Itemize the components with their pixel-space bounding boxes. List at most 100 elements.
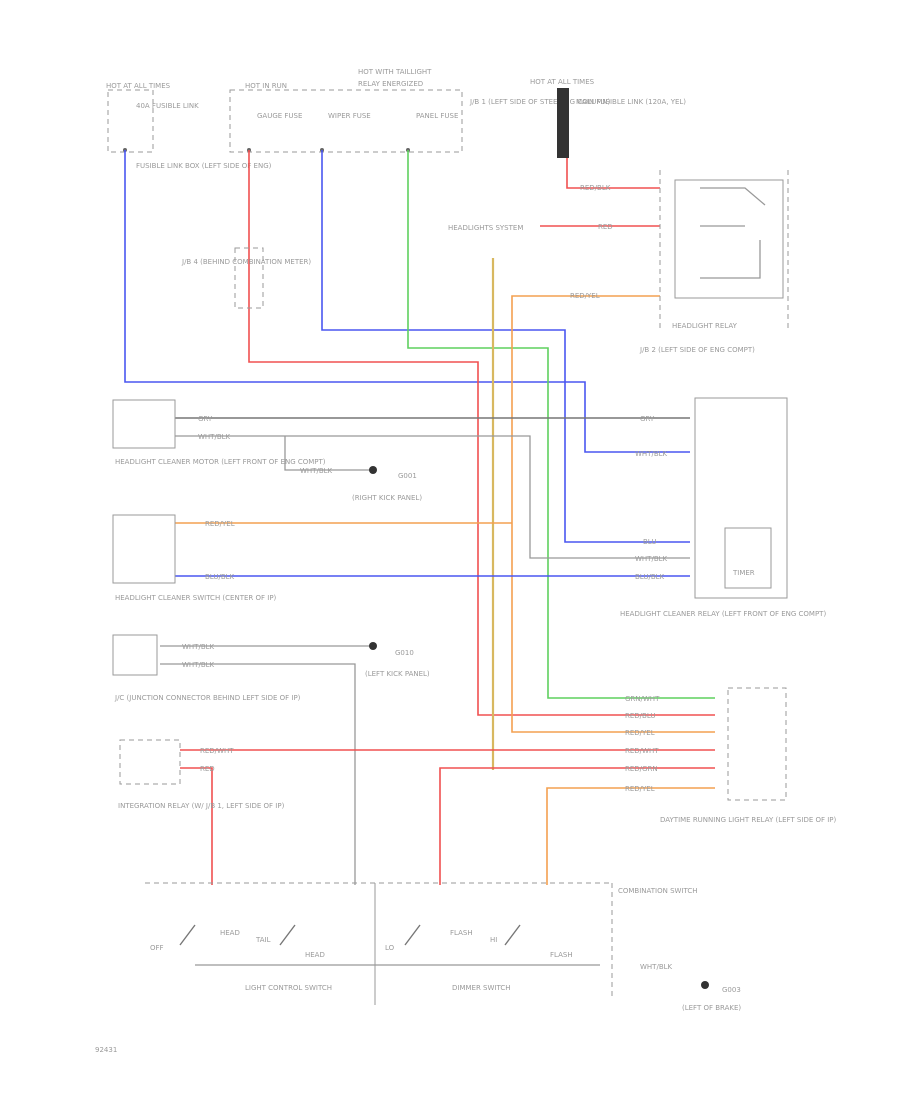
hi-label: HI xyxy=(490,936,497,944)
cleaner-relay-wire-wht-blk-2: WHT/BLK xyxy=(635,555,668,563)
wiper-fuse-label: WIPER FUSE xyxy=(328,112,371,120)
drl-wire-red-yel: RED/YEL xyxy=(625,729,655,737)
dimmer-switch-label: DIMMER SWITCH xyxy=(452,984,511,992)
flash-label: FLASH xyxy=(450,929,473,937)
hot-at-all-times-label: HOT AT ALL TIMES xyxy=(106,82,171,90)
drl-relay-label: DAYTIME RUNNING LIGHT RELAY (LEFT SIDE O… xyxy=(660,816,837,824)
g001-label: G001 xyxy=(398,472,417,480)
hot-in-run-label: HOT IN RUN xyxy=(245,82,287,90)
headlight-relay-box xyxy=(674,179,784,299)
headlight-relay: HEADLIGHT RELAY J/B 2 (LEFT SIDE OF ENG … xyxy=(448,170,789,354)
panel-fuse-label: PANEL FUSE xyxy=(416,112,458,120)
cleaner-motor-box xyxy=(112,399,176,449)
cleaner-relay-wire-gray: GRY xyxy=(640,415,655,423)
wire-red-yel-dimmer xyxy=(546,787,715,885)
wire-red-yel-relay xyxy=(511,295,715,733)
fusible-link-box-label: FUSIBLE LINK BOX (LEFT SIDE OF ENG) xyxy=(136,162,272,170)
jb4-outline xyxy=(234,247,264,309)
hot-with-tail-label: HOT WITH TAILLIGHT xyxy=(358,68,432,76)
relay-wire-red: RED xyxy=(598,223,613,231)
wire-to-g001 xyxy=(284,436,370,471)
wire-red-blk-main xyxy=(566,158,660,189)
drl-relay: DAYTIME RUNNING LIGHT RELAY (LEFT SIDE O… xyxy=(625,687,837,824)
headlight-cleaner-switch: HEADLIGHT CLEANER SWITCH (CENTER OF IP) … xyxy=(112,514,277,602)
g003-label: G003 xyxy=(722,986,741,994)
integration-relay-box xyxy=(119,739,181,785)
combination-switch-label: COMBINATION SWITCH xyxy=(618,887,698,895)
motor-wire-gray: GRY xyxy=(198,415,213,423)
jb2-label: J/B 2 (LEFT SIDE OF ENG COMPT) xyxy=(639,346,755,354)
jb4-label: J/B 4 (BEHIND COMBINATION METER) xyxy=(181,258,311,266)
wires xyxy=(124,150,715,885)
wire-red-integ xyxy=(180,767,213,885)
drl-wire-red-yel-2: RED/YEL xyxy=(625,785,655,793)
g010-ground-icon xyxy=(369,642,377,650)
lo-label: LO xyxy=(385,944,395,952)
wire-grn-panel xyxy=(407,150,715,699)
fusible-link-label: 40A FUSIBLE LINK xyxy=(136,102,199,110)
drl-wire-grn-wht: GRN/WHT xyxy=(625,695,660,703)
cleaner-relay-label: HEADLIGHT CLEANER RELAY (LEFT FRONT OF E… xyxy=(620,610,826,618)
jb1-label: J/B 1 (LEFT SIDE OF STEERING COLUMN) xyxy=(469,98,611,106)
timer-label: TIMER xyxy=(732,569,755,577)
jc-box xyxy=(112,634,158,676)
jb1-outline xyxy=(229,89,463,153)
jb4: J/B 4 (BEHIND COMBINATION METER) xyxy=(181,247,311,309)
headlight-relay-label: HEADLIGHT RELAY xyxy=(672,322,738,330)
main-fusible-link xyxy=(557,88,569,158)
wire-red-gauge xyxy=(248,150,715,716)
switch-wire-blu-blk: BLU/BLK xyxy=(205,573,235,581)
main-fusible-link-label: MAIN FUSIBLE LINK (120A, YEL) xyxy=(576,98,686,106)
wire-blu-wiper xyxy=(321,150,690,543)
headlight-cleaner-relay: TIMER HEADLIGHT CLEANER RELAY (LEFT FRON… xyxy=(620,397,826,618)
gauge-fuse-label: GAUGE FUSE xyxy=(257,112,302,120)
integ-wire-red: RED xyxy=(200,765,215,773)
g010-label: G010 xyxy=(395,649,414,657)
cleaner-relay-wire-blu: BLU xyxy=(643,538,656,546)
jc-wire-wht-blk: WHT/BLK xyxy=(182,643,215,651)
combination-wire-wht-blk: WHT/BLK xyxy=(640,963,673,971)
jc-label: J/C (JUNCTION CONNECTOR BEHIND LEFT SIDE… xyxy=(114,694,301,702)
hot-at-all-times-2-label: HOT AT ALL TIMES xyxy=(530,78,595,86)
tail-label: TAIL xyxy=(255,936,271,944)
integration-relay-label: INTEGRATION RELAY (W/ J/B 1, LEFT SIDE O… xyxy=(118,802,285,810)
flash-label-2: FLASH xyxy=(550,951,573,959)
g001-ground-icon xyxy=(369,466,377,474)
drl-wire-red-wht: RED/WHT xyxy=(625,747,659,755)
drl-wire-red-grn: RED/GRN xyxy=(625,765,658,773)
cleaner-switch-label: HEADLIGHT CLEANER SWITCH (CENTER OF IP) xyxy=(115,594,277,602)
headlights-system-label: HEADLIGHTS SYSTEM xyxy=(448,224,523,232)
cleaner-relay-wire-wht-blk: WHT/BLK xyxy=(635,450,668,458)
cleaner-relay-wire-blu-blk: BLU/BLK xyxy=(635,573,665,581)
switch-contacts xyxy=(179,924,521,946)
drl-wire-red-blu: RED/BLU xyxy=(625,712,656,720)
cleaner-relay-box xyxy=(694,397,788,599)
relay-energized-label: RELAY ENERGIZED xyxy=(358,80,423,88)
cleaner-motor-label: HEADLIGHT CLEANER MOTOR (LEFT FRONT OF E… xyxy=(115,458,326,466)
fuse-block: HOT AT ALL TIMES HOT IN RUN HOT WITH TAI… xyxy=(106,68,686,170)
wire-wht-blk-link xyxy=(124,150,690,453)
g003-loc: (LEFT OF BRAKE) xyxy=(682,1004,741,1012)
head-label-2: HEAD xyxy=(305,951,325,959)
junction-connector: J/C (JUNCTION CONNECTOR BEHIND LEFT SIDE… xyxy=(112,634,430,702)
g001-wire: WHT/BLK xyxy=(300,467,333,475)
off-label: OFF xyxy=(150,944,164,952)
light-control-switch-label: LIGHT CONTROL SWITCH xyxy=(245,984,332,992)
headlight-cleaner-motor: HEADLIGHT CLEANER MOTOR (LEFT FRONT OF E… xyxy=(112,399,422,502)
fusible-link-box-outline xyxy=(107,89,154,153)
wire-wht-blk-motor xyxy=(175,435,690,559)
integ-wire-red-wht: RED/WHT xyxy=(200,747,234,755)
drl-relay-box xyxy=(727,687,787,801)
g001-loc: (RIGHT KICK PANEL) xyxy=(352,494,422,502)
g003-ground-icon xyxy=(701,981,709,989)
relay-wire-red-yel: RED/YEL xyxy=(570,292,600,300)
head-label: HEAD xyxy=(220,929,240,937)
g010-loc: (LEFT KICK PANEL) xyxy=(365,670,430,678)
wire-jc-combination xyxy=(160,663,356,885)
relay-wire-red-blk: RED/BLK xyxy=(580,184,611,192)
wire-red-grn-dimmer xyxy=(439,767,715,885)
jc-wire-wht-blk-2: WHT/BLK xyxy=(182,661,215,669)
switch-wire-red-yel: RED/YEL xyxy=(205,520,235,528)
relay-contact xyxy=(700,187,766,279)
